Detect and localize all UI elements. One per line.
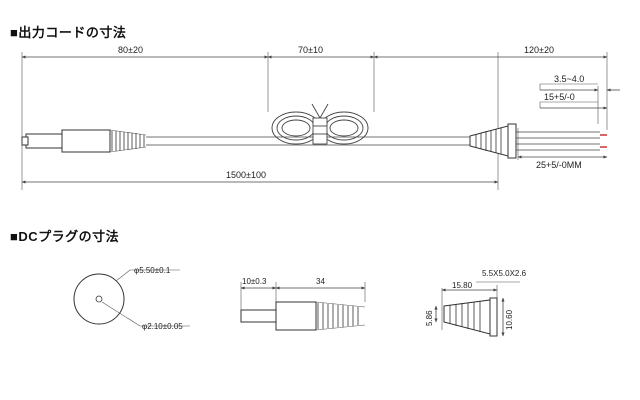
plug-length-label: 80±20 xyxy=(118,45,143,55)
outer-diameter-label: φ5.50±0.1 xyxy=(134,266,171,275)
strip-a-label: 3.5~4.0 xyxy=(554,74,584,84)
lead-length-label: 120±20 xyxy=(524,45,554,55)
strip-b-label: 15+5/-0 xyxy=(544,92,575,102)
tip-length-label: 10±0.3 xyxy=(242,277,267,286)
inner-diameter-label: φ2.10±0.05 xyxy=(142,322,183,331)
total-length-label: 1500±100 xyxy=(226,170,266,180)
plug-dimensions-heading: ■DCプラグの寸法 xyxy=(10,229,120,244)
body-length-label: 34 xyxy=(316,277,325,286)
bundle-length-label: 70±10 xyxy=(298,45,323,55)
relief-height-right-label: 10.60 xyxy=(505,309,514,330)
relief-length-label: 15.80 xyxy=(452,281,473,290)
split-length-label: 25+5/-0MM xyxy=(536,160,582,170)
relief-height-left-label: 5.86 xyxy=(425,310,434,326)
plug-side-view xyxy=(240,282,366,331)
output-cord-drawing xyxy=(21,52,620,190)
relief-side-view xyxy=(434,281,520,337)
cord-dimensions-heading: ■出力コードの寸法 xyxy=(10,25,127,40)
relief-size-label: 5.5X5.0X2.6 xyxy=(482,269,527,278)
plug-end-view xyxy=(73,269,190,327)
